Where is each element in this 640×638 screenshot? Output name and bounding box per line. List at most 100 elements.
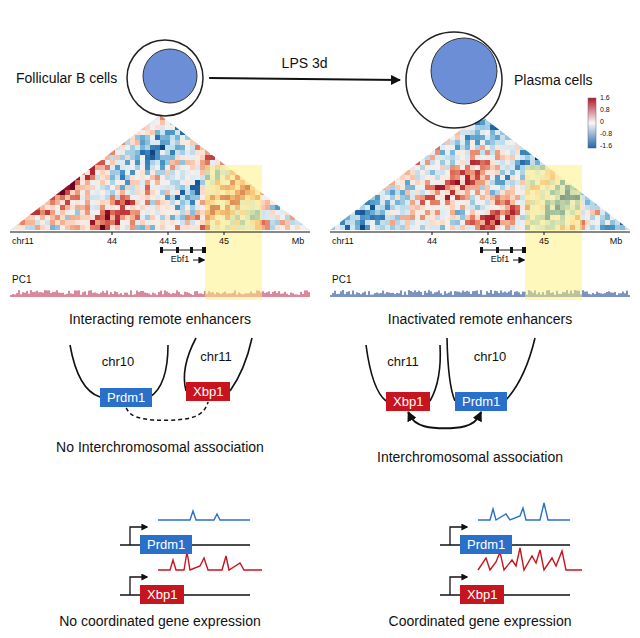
heatmap-cell xyxy=(165,205,170,210)
heatmap-cell xyxy=(235,150,240,155)
heatmap-cell xyxy=(305,155,310,160)
heatmap-cell xyxy=(295,145,300,150)
heatmap-cell xyxy=(380,125,385,130)
heatmap-cell xyxy=(50,195,55,200)
heatmap-cell xyxy=(485,135,490,140)
heatmap-cell xyxy=(230,115,235,120)
heatmap-cell xyxy=(130,135,135,140)
heatmap-cell xyxy=(165,220,170,225)
heatmap-cell xyxy=(180,155,185,160)
heatmap-cell xyxy=(265,160,270,165)
heatmap-cell xyxy=(20,210,25,215)
heatmap-cell xyxy=(205,130,210,135)
heatmap-cell xyxy=(285,160,290,165)
heatmap-cell xyxy=(400,135,405,140)
heatmap-cell xyxy=(125,140,130,145)
heatmap-cell xyxy=(25,215,30,220)
heatmap-cell xyxy=(35,155,40,160)
heatmap-cell xyxy=(250,155,255,160)
heatmap-cell xyxy=(150,165,155,170)
heatmap-cell xyxy=(45,180,50,185)
heatmap-cell xyxy=(625,125,630,130)
heatmap-cell xyxy=(330,125,335,130)
heatmap-cell xyxy=(350,130,355,135)
heatmap-cell xyxy=(360,120,365,125)
heatmap-cell xyxy=(555,130,560,135)
heatmap-cell xyxy=(355,140,360,145)
heatmap-cell xyxy=(615,145,620,150)
heatmap-cell xyxy=(50,140,55,145)
heatmap-cell xyxy=(545,145,550,150)
heatmap-cell xyxy=(155,205,160,210)
heatmap-cell xyxy=(265,165,270,170)
heatmap-cell xyxy=(520,145,525,150)
heatmap-cell xyxy=(305,145,310,150)
heatmap-cell xyxy=(340,135,345,140)
heatmap-cell xyxy=(570,145,575,150)
heatmap-cell xyxy=(100,185,105,190)
heatmap-cell xyxy=(400,140,405,145)
heatmap-cell xyxy=(120,125,125,130)
heatmap-cell xyxy=(625,120,630,125)
heatmap-cell xyxy=(110,175,115,180)
heatmap-cell xyxy=(300,200,305,205)
heatmap-cell xyxy=(270,185,275,190)
heatmap-cell xyxy=(55,145,60,150)
heatmap-cell xyxy=(45,170,50,175)
heatmap-cell xyxy=(220,160,225,165)
heatmap-cell xyxy=(465,130,470,135)
heatmap-cell xyxy=(485,125,490,130)
heatmap-cell xyxy=(70,200,75,205)
heatmap-cell xyxy=(60,215,65,220)
heatmap-cell xyxy=(280,135,285,140)
heatmap-cell xyxy=(390,130,395,135)
heatmap-cell xyxy=(185,145,190,150)
heatmap-cell xyxy=(60,190,65,195)
heatmap-cell xyxy=(375,120,380,125)
heatmap-cell xyxy=(360,130,365,135)
heatmap-cell xyxy=(210,145,215,150)
heatmap-cell xyxy=(85,130,90,135)
heatmap-cell xyxy=(45,145,50,150)
heatmap-cell xyxy=(110,190,115,195)
heatmap-cell xyxy=(50,190,55,195)
heatmap-cell xyxy=(170,220,175,225)
heatmap-cell xyxy=(515,120,520,125)
heatmap-cell xyxy=(365,115,370,120)
heatmap-cell xyxy=(245,135,250,140)
heatmap-cell xyxy=(220,150,225,155)
heatmap-cell xyxy=(165,175,170,180)
heatmap-cell xyxy=(105,155,110,160)
heatmap-cell xyxy=(270,225,275,230)
heatmap-cell xyxy=(25,130,30,135)
heatmap-cell xyxy=(145,215,150,220)
heatmap-cell xyxy=(170,160,175,165)
heatmap-cell xyxy=(100,220,105,225)
heatmap-cell xyxy=(170,145,175,150)
heatmap-cell xyxy=(105,225,110,230)
heatmap-cell xyxy=(195,190,200,195)
heatmap-cell xyxy=(225,125,230,130)
heatmap-cell xyxy=(530,125,535,130)
heatmap-cell xyxy=(500,140,505,145)
heatmap-cell xyxy=(300,125,305,130)
heatmap-cell xyxy=(80,210,85,215)
heatmap-cell xyxy=(565,145,570,150)
heatmap-cell xyxy=(475,150,480,155)
heatmap-cell xyxy=(285,205,290,210)
heatmap-cell xyxy=(240,115,245,120)
heatmap-cell xyxy=(30,185,35,190)
heatmap-cell xyxy=(50,180,55,185)
heatmap-cell xyxy=(90,165,95,170)
heatmap-cell xyxy=(500,120,505,125)
heatmap-cell xyxy=(175,225,180,230)
heatmap-cell xyxy=(290,170,295,175)
heatmap-cell xyxy=(95,195,100,200)
heatmap-cell xyxy=(370,145,375,150)
heatmap-cell xyxy=(35,220,40,225)
heatmap-cell xyxy=(415,135,420,140)
heatmap-cell xyxy=(110,135,115,140)
heatmap-cell xyxy=(195,145,200,150)
heatmap-cell xyxy=(395,155,400,160)
heatmap-cell xyxy=(230,160,235,165)
